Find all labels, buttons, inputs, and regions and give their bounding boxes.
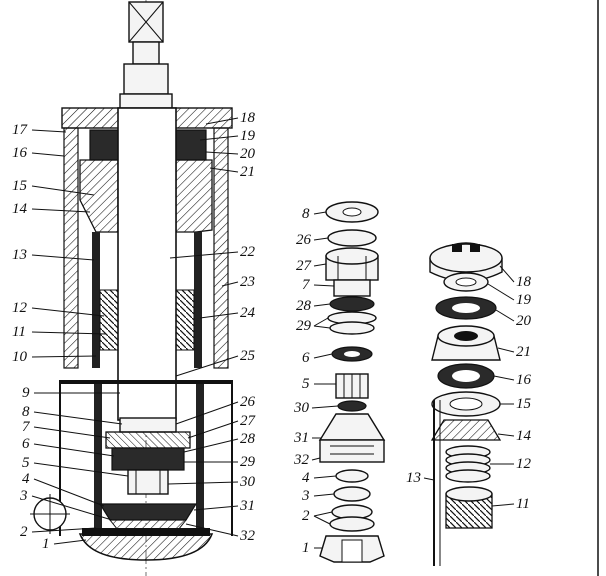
label-25: 25 (240, 348, 256, 364)
exploded-top-parts (429, 242, 503, 566)
mid-label-7: 7 (302, 277, 311, 293)
valve-discs (111, 447, 185, 471)
compression-valve (98, 503, 198, 521)
label-27: 27 (240, 413, 257, 429)
part-32 (319, 439, 385, 463)
right-labels: 18 19 20 21 16 15 14 12 13 11 (406, 265, 532, 512)
rod-thread (123, 63, 169, 95)
part-26 (327, 229, 377, 247)
label-14: 14 (12, 201, 28, 217)
label-6: 6 (22, 436, 30, 452)
cylinder-wall-right (194, 232, 202, 368)
lower-wall-left (94, 384, 102, 534)
label-32: 32 (239, 528, 256, 544)
right-label-21: 21 (516, 344, 531, 360)
left-labels: 17 16 15 14 13 12 11 10 9 8 7 6 5 4 3 2 … (12, 122, 129, 552)
label-28: 28 (240, 431, 256, 447)
piston-rod (117, 107, 177, 421)
label-31: 31 (239, 498, 255, 514)
valve-body (127, 469, 169, 495)
rebound-spring-right (175, 289, 195, 351)
label-9: 9 (22, 385, 30, 401)
right-label-18: 18 (516, 274, 532, 290)
mid-label-8: 8 (302, 206, 310, 222)
label-2: 2 (20, 524, 28, 540)
right-label-13: 13 (406, 470, 421, 486)
mid-label-2: 2 (302, 508, 310, 524)
part-30 (337, 400, 367, 412)
mid-label-26: 26 (296, 232, 312, 248)
label-22: 22 (240, 244, 256, 260)
label-12: 12 (12, 300, 28, 316)
right-label-16: 16 (516, 372, 532, 388)
right-label-14: 14 (516, 428, 532, 444)
mid-label-31: 31 (293, 430, 309, 446)
right-label-20: 20 (516, 313, 532, 329)
part-4 (335, 469, 369, 483)
label-13: 13 (12, 247, 27, 263)
exploded-valve-parts (318, 201, 386, 563)
section-view (30, 0, 233, 576)
mid-label-1: 1 (302, 540, 310, 556)
piston-nut (119, 417, 177, 433)
label-26: 26 (240, 394, 256, 410)
label-23: 23 (240, 274, 255, 290)
label-1: 1 (42, 536, 50, 552)
rod-guide-right (175, 159, 213, 233)
outer-tube-right (213, 127, 229, 369)
label-11: 11 (12, 324, 26, 340)
label-8: 8 (22, 404, 30, 420)
label-3: 3 (19, 488, 28, 504)
label-15: 15 (12, 178, 28, 194)
label-20: 20 (240, 146, 256, 162)
rebound-spring-left (99, 289, 119, 351)
label-30: 30 (239, 474, 256, 490)
label-10: 10 (12, 349, 28, 365)
mid-label-4: 4 (302, 470, 310, 486)
cylinder-wall-left (92, 232, 100, 368)
right-label-15: 15 (516, 396, 532, 412)
mid-label-32: 32 (293, 452, 310, 468)
middle-labels: 8 26 27 7 28 29 6 5 30 31 32 4 3 2 1 (293, 206, 339, 556)
label-19: 19 (240, 128, 256, 144)
label-24: 24 (240, 305, 256, 321)
piston (105, 431, 191, 449)
right-label-11: 11 (516, 496, 530, 512)
section-right-labels: 18 19 20 21 22 23 24 25 26 27 28 29 30 3… (167, 110, 257, 544)
mid-label-3: 3 (301, 488, 310, 504)
lower-wall-right (196, 384, 204, 534)
mid-label-28: 28 (296, 298, 312, 314)
part-14 (430, 419, 502, 441)
seal-right (175, 129, 207, 161)
seal-left (89, 129, 121, 161)
part-12 (445, 445, 491, 483)
bottom-cup (78, 533, 214, 561)
right-label-19: 19 (516, 292, 532, 308)
mid-label-5: 5 (302, 376, 310, 392)
mid-label-30: 30 (293, 400, 310, 416)
rod-guide-left (79, 159, 119, 233)
mid-label-6: 6 (302, 350, 310, 366)
outer-tube-left (63, 127, 79, 369)
part-7 (333, 279, 371, 297)
label-5: 5 (22, 455, 30, 471)
label-18: 18 (240, 110, 256, 126)
label-17: 17 (12, 122, 29, 138)
right-label-12: 12 (516, 456, 532, 472)
mid-label-27: 27 (296, 258, 313, 274)
label-16: 16 (12, 145, 28, 161)
label-21: 21 (240, 164, 255, 180)
part-28 (329, 296, 375, 312)
label-4: 4 (22, 471, 30, 487)
mid-label-29: 29 (296, 318, 312, 334)
part-3 (333, 486, 371, 502)
label-7: 7 (22, 419, 31, 435)
label-29: 29 (240, 454, 256, 470)
part-31 (318, 413, 386, 441)
